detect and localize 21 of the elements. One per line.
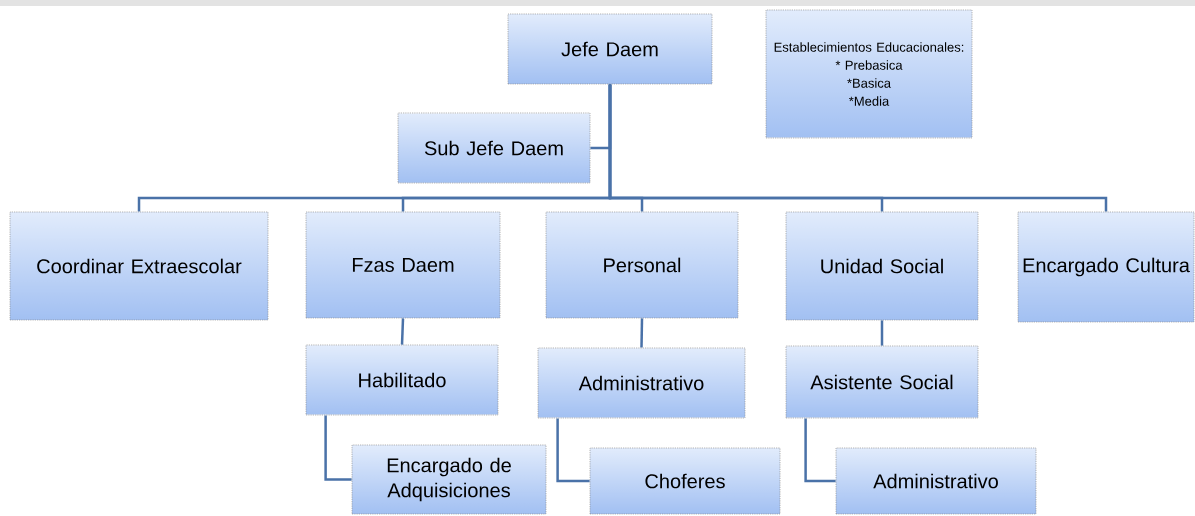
org-box: Choferes: [589, 447, 781, 515]
org-box: Asistente Social: [785, 345, 979, 419]
org-box: Jefe Daem: [507, 13, 713, 85]
info-box: Establecimientos Educacionales: * Prebasica *Basica *Media: [765, 9, 973, 139]
connector-line: [556, 418, 590, 483]
org-box: Fzas Daem: [305, 211, 501, 319]
org-box: Coordinar Extraescolar: [9, 211, 269, 321]
connector-line: [608, 84, 1108, 212]
connector-line: [640, 318, 644, 348]
org-box: Sub Jefe Daem: [397, 112, 591, 184]
org-box: Habilitado: [305, 344, 499, 416]
org-box: Encargado de Adquisiciones: [351, 444, 547, 515]
org-box: Unidad Social: [785, 211, 979, 321]
connector-line: [804, 418, 836, 483]
org-box: Administrativo: [835, 447, 1037, 515]
connector-line: [400, 318, 405, 345]
org-box: Administrativo: [537, 347, 746, 419]
connector-line: [880, 320, 884, 346]
org-box: Encargado Cultura: [1017, 211, 1195, 323]
connector-line: [324, 415, 352, 481]
org-box: Personal: [545, 211, 739, 319]
